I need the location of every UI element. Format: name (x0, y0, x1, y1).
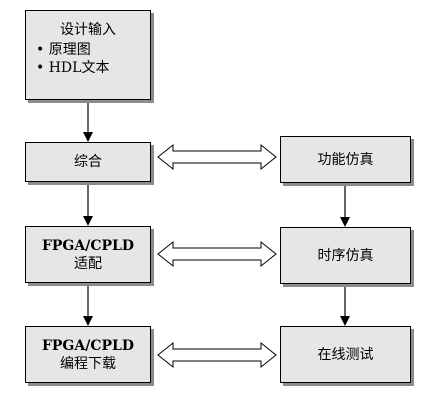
timing-sim-box: 时序仿真 (280, 227, 411, 284)
program-device-label: FPGA/CPLD (41, 337, 135, 354)
design-input-title: 设计输入 (60, 22, 116, 38)
design-input-item: • HDL文本 (36, 60, 110, 76)
fit-device-label: FPGA/CPLD (41, 237, 135, 254)
fit-step-label: 适配 (74, 255, 102, 272)
double-arrow-synthesis-functional (157, 143, 277, 171)
design-input-item: • 原理图 (36, 42, 91, 58)
double-arrow-program-online (157, 341, 277, 369)
design-input-box: 设计输入 • 原理图 • HDL文本 (25, 10, 151, 100)
design-input-list: • 原理图 • HDL文本 (26, 41, 109, 77)
synthesis-label: 综合 (74, 154, 102, 170)
timing-sim-label: 时序仿真 (317, 247, 374, 264)
online-test-box: 在线测试 (280, 326, 411, 383)
double-arrow-fit-timing (157, 240, 277, 268)
fit-box: FPGA/CPLD 适配 (25, 226, 151, 283)
online-test-label: 在线测试 (317, 346, 374, 363)
functional-sim-label: 功能仿真 (317, 151, 374, 168)
synthesis-box: 综合 (25, 142, 151, 182)
program-box: FPGA/CPLD 编程下载 (25, 326, 151, 383)
program-step-label: 编程下载 (60, 355, 116, 372)
functional-sim-box: 功能仿真 (280, 136, 411, 183)
